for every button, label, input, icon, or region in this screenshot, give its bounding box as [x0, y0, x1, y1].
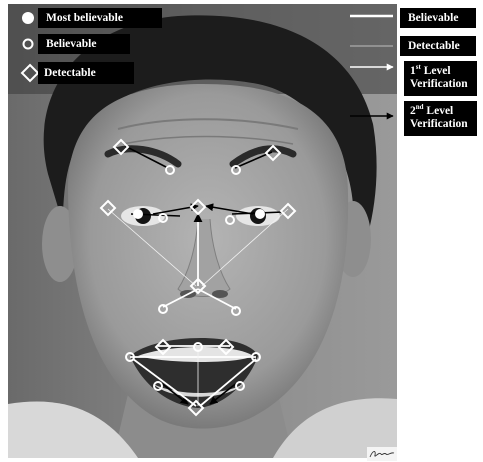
second-level-verification: Verification: [410, 118, 468, 130]
legend-believable-label: Believable: [38, 34, 130, 54]
second-level-suffix: nd: [416, 103, 424, 111]
first-level-verification: Verification: [410, 78, 468, 90]
first-level-word: Level: [421, 65, 451, 77]
legend-believable-line-label: Believable: [400, 8, 476, 28]
most-believable-marker: [133, 209, 143, 219]
legend-most-believable-label: Most believable: [38, 8, 162, 28]
second-level-word: Level: [424, 105, 454, 117]
legend-1st-level-label: 1st Level Verification: [404, 61, 477, 96]
legend-filled-circle-icon: [22, 12, 34, 24]
legend-detectable-line-label: Detectable: [400, 36, 476, 56]
signature-mark: [367, 447, 397, 461]
legend-2nd-level-label: 2nd Level Verification: [404, 101, 477, 136]
legend-detectable-label: Detectable: [38, 62, 134, 84]
most-believable-marker: [255, 209, 265, 219]
